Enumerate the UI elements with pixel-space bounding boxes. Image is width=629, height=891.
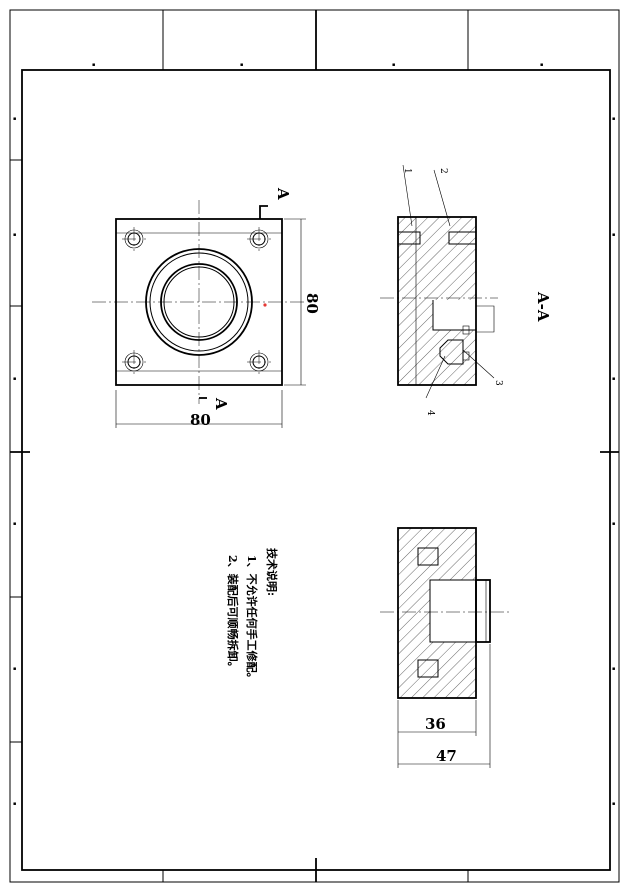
balloon-1: 1 <box>402 168 412 174</box>
cut-marker-bottom: A <box>212 397 230 410</box>
svg-text:▪: ▪ <box>540 62 543 68</box>
svg-text:▪: ▪ <box>612 232 615 238</box>
svg-text:▪: ▪ <box>13 116 16 122</box>
svg-text:▪: ▪ <box>13 376 16 382</box>
svg-text:▪: ▪ <box>612 666 615 672</box>
balloon-3: 3 <box>493 380 503 386</box>
svg-text:▪: ▪ <box>612 521 615 527</box>
svg-text:▪: ▪ <box>240 62 243 68</box>
svg-text:▪: ▪ <box>392 62 395 68</box>
dim-depth-47: 47 <box>436 747 457 765</box>
svg-text:▪: ▪ <box>13 801 16 807</box>
balloon-leaders <box>402 164 495 399</box>
section-view-a-a <box>380 216 498 386</box>
notes-line-1: 1、不允许任何手工修配。 <box>245 555 259 684</box>
svg-text:▪: ▪ <box>13 232 16 238</box>
notes-line-2: 2、装配后可顺畅拆卸。 <box>226 555 240 673</box>
dim-height-80: 80 <box>303 293 321 314</box>
sheet-border: ▪ ▪ ▪ ▪ ▪ ▪ ▪ ▪ ▪ ▪ ▪ ▪ ▪ ▪ ▪ ▪ <box>9 9 620 883</box>
balloon-2: 2 <box>438 168 448 174</box>
section-label-a-a: A-A <box>534 291 552 322</box>
assembly-dimensions <box>397 644 491 768</box>
assembly-section-view <box>380 527 510 699</box>
bolt-hole <box>247 350 271 374</box>
svg-text:▪: ▪ <box>13 521 16 527</box>
bolt-hole <box>122 350 146 374</box>
dim-depth-36: 36 <box>425 715 446 733</box>
notes-title: 技术说明: <box>265 548 279 596</box>
bolt-hole <box>247 227 271 251</box>
zone-marks: ▪ ▪ ▪ ▪ ▪ ▪ ▪ ▪ ▪ ▪ ▪ ▪ ▪ ▪ ▪ ▪ <box>13 62 615 807</box>
top-view-dimensions <box>115 218 306 428</box>
svg-text:▪: ▪ <box>612 116 615 122</box>
svg-text:▪: ▪ <box>13 666 16 672</box>
svg-text:▪: ▪ <box>92 62 95 68</box>
top-view <box>92 200 306 404</box>
cut-marker-top: A <box>274 187 292 200</box>
dim-width-80: 80 <box>190 411 211 429</box>
svg-text:▪: ▪ <box>612 376 615 382</box>
balloon-4: 4 <box>425 410 435 416</box>
svg-text:▪: ▪ <box>612 801 615 807</box>
bolt-hole <box>122 227 146 251</box>
